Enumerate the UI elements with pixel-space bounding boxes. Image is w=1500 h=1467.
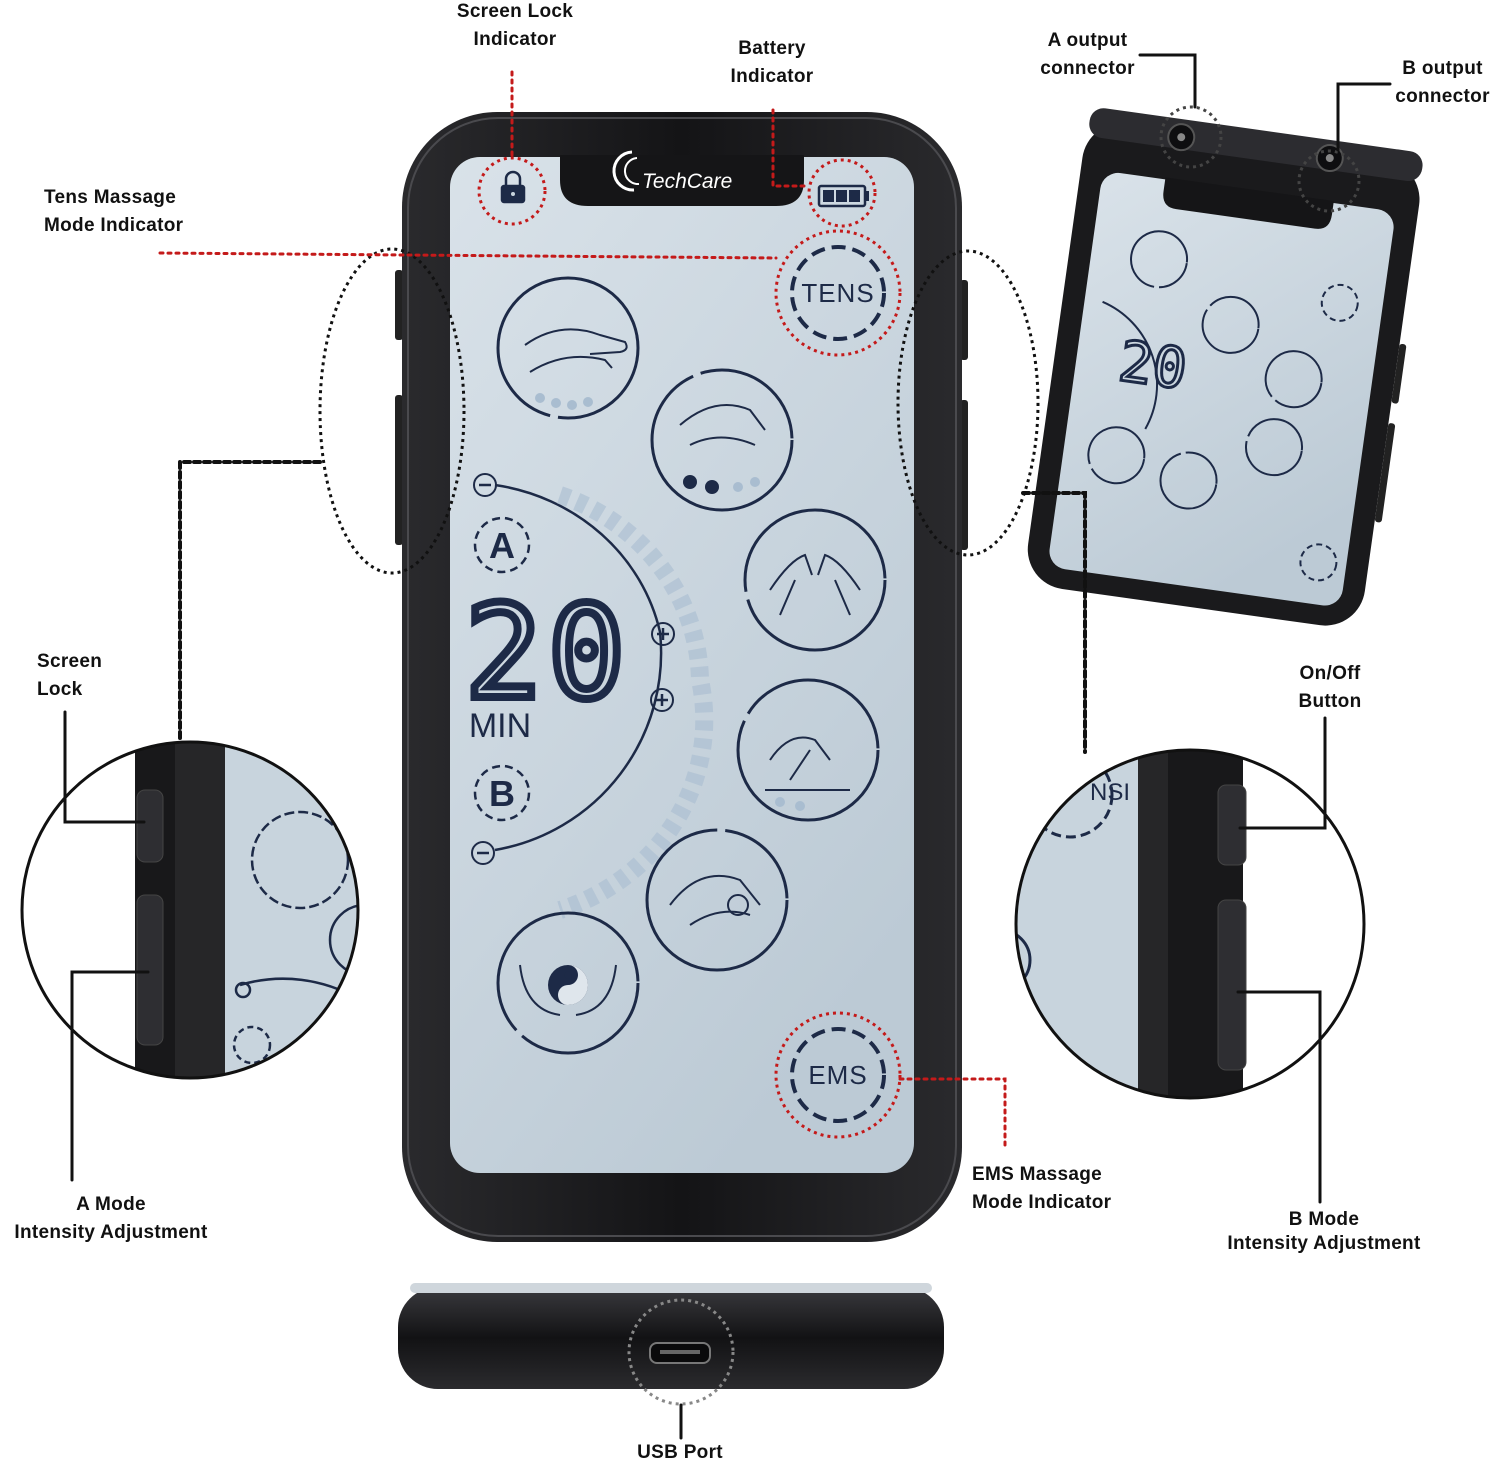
label-line: Mode Indicator <box>44 215 184 236</box>
label-line: Indicator <box>473 29 557 50</box>
label-battery-indicator: Battery Indicator <box>712 35 832 91</box>
a-intensity-side-button[interactable] <box>395 395 403 545</box>
channel-b-ring <box>473 764 531 822</box>
a-minus-icon[interactable] <box>473 473 497 497</box>
label-a-output-connector: A output connector <box>1025 27 1150 83</box>
device-screen <box>450 157 914 1173</box>
massage-mode-5[interactable] <box>645 828 789 972</box>
perspective-device: 20 <box>1027 108 1423 626</box>
micro-usb-port-icon <box>649 1342 711 1364</box>
battery-icon <box>817 184 869 208</box>
label-line: Battery <box>738 38 806 59</box>
mode-badge-1 <box>683 475 697 489</box>
screen-notch <box>560 155 804 206</box>
label-line: Intensity Adjustment <box>1227 1233 1421 1254</box>
massage-mode-4[interactable] <box>736 678 880 822</box>
tens-indicator-label: TENS <box>801 278 874 308</box>
massage-mode-2[interactable] <box>650 368 794 512</box>
massage-mode-1[interactable] <box>496 276 640 420</box>
label-line: Button <box>1298 691 1362 712</box>
zoom-left <box>20 740 360 1080</box>
screen-ui: TechCare TENS EMS <box>461 150 887 1123</box>
channel-a-label: A <box>489 525 515 566</box>
channel-a-ring <box>473 516 531 574</box>
intensity-arc <box>494 483 663 852</box>
screen-lock-side-button[interactable] <box>395 270 403 340</box>
label-ems-indicator: EMS Massage Mode Indicator <box>972 1161 1111 1217</box>
label-screen-lock: Screen Lock <box>37 648 102 704</box>
label-line: EMS Massage <box>972 1164 1103 1185</box>
bottom-edge-device <box>398 1283 944 1389</box>
zoom-left-frame <box>20 740 360 1080</box>
label-line: B output <box>1402 58 1483 79</box>
label-line: B Mode <box>1288 1209 1360 1230</box>
a-plus-icon[interactable] <box>651 622 675 646</box>
label-line: connector <box>1040 58 1135 79</box>
channel-b-label: B <box>489 773 515 814</box>
intensity-dash-track <box>557 486 714 919</box>
b-plus-icon[interactable] <box>650 688 674 712</box>
label-line: Mode Indicator <box>972 1192 1112 1213</box>
label-line: Lock <box>37 679 83 700</box>
timer-value: 20 <box>465 579 631 728</box>
label-line: USB Port <box>637 1442 723 1463</box>
perspective-timer: 20 <box>1115 329 1191 403</box>
callout-markers <box>318 105 1361 1406</box>
timer-unit: MIN <box>469 707 531 745</box>
techcare-logo <box>612 150 640 192</box>
massage-mode-3[interactable] <box>743 508 887 652</box>
ems-indicator-ring <box>790 1027 886 1123</box>
massage-mode-6[interactable] <box>496 911 640 1055</box>
label-on-off-button: On/Off Button <box>1270 660 1390 716</box>
brand-name: TechCare <box>642 170 732 193</box>
label-b-mode: B Mode Intensity Adjustment <box>1210 1208 1438 1256</box>
label-tens-indicator: Tens Massage Mode Indicator <box>44 184 183 240</box>
label-line: Intensity Adjustment <box>14 1222 208 1243</box>
label-a-mode: A Mode Intensity Adjustment <box>0 1191 222 1247</box>
label-usb-port: USB Port <box>615 1440 745 1466</box>
zoom-right-partial-label: NSI <box>1090 779 1130 806</box>
mode-badge-2 <box>705 480 719 494</box>
label-line: A Mode <box>76 1194 146 1215</box>
ems-indicator-label: EMS <box>808 1060 867 1090</box>
label-line: On/Off <box>1299 663 1361 684</box>
b-minus-icon[interactable] <box>471 841 495 865</box>
label-line: Indicator <box>730 66 814 87</box>
label-line: connector <box>1395 86 1490 107</box>
tens-indicator-ring <box>790 245 886 341</box>
label-line: Screen Lock <box>456 1 574 22</box>
label-line: Tens Massage <box>44 187 177 208</box>
label-b-output-connector: B output connector <box>1380 55 1500 111</box>
yin-yang-icon <box>548 965 588 1005</box>
label-line: A output <box>1047 30 1128 51</box>
label-line: Screen <box>37 651 103 672</box>
zoom-right-frame <box>1014 748 1366 1100</box>
lock-icon <box>500 170 526 204</box>
label-screen-lock-indicator: Screen Lock Indicator <box>435 0 595 54</box>
zoom-right: NSI <box>1014 748 1366 1100</box>
a-output-jack-icon <box>1167 123 1196 152</box>
leader-lines <box>63 53 1392 1440</box>
